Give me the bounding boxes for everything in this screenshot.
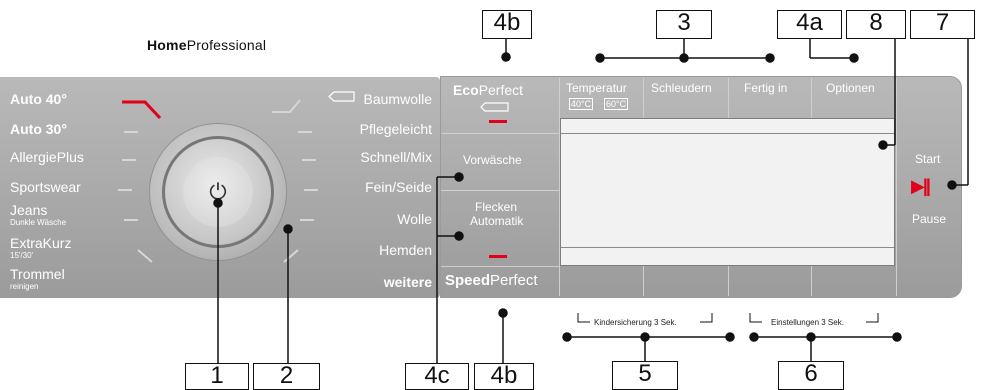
callout-3: 3 xyxy=(656,10,712,39)
temp-option-60[interactable]: 60°C xyxy=(604,98,629,110)
ecoperfect-indicator xyxy=(489,120,507,123)
speed-bold: Speed xyxy=(445,272,491,289)
program-weitere: weitere xyxy=(383,274,432,290)
power-icon[interactable]: ⏻ xyxy=(209,179,227,204)
lcd-display xyxy=(560,118,895,266)
program-allergieplus: AllergiePlus xyxy=(10,149,84,165)
display-line xyxy=(561,133,894,134)
callout-6: 6 xyxy=(778,361,844,390)
display-line xyxy=(561,247,894,248)
callout-2: 2 xyxy=(253,363,320,390)
brand-regular: Professional xyxy=(186,37,267,53)
bottom-divider xyxy=(811,266,812,296)
program-sportswear: Sportswear xyxy=(10,179,81,195)
pause-label: Pause xyxy=(912,212,947,226)
program-extrakurz: ExtraKurz xyxy=(10,235,72,251)
panel-divider xyxy=(559,78,560,296)
program-extrakurz-sub: 15'/30' xyxy=(10,251,34,260)
play-pause-icon[interactable]: ▶|| xyxy=(911,176,931,196)
eco-regular: Perfect xyxy=(478,82,524,98)
program-jeans-sub: Dunkle Wäsche xyxy=(10,218,67,227)
brand-logo: HomeProfessional xyxy=(147,37,266,53)
bottom-divider xyxy=(728,266,729,296)
program-trommel: Trommel xyxy=(10,266,65,282)
bottom-divider xyxy=(643,266,644,296)
program-trommel-sub: reinigen xyxy=(10,282,39,291)
program-fein-seide: Fein/Seide xyxy=(365,179,432,195)
program-auto40: Auto 40° xyxy=(10,91,67,107)
speedperfect-button[interactable]: SpeedPerfect xyxy=(445,272,538,289)
flecken-line1[interactable]: Flecken xyxy=(475,200,518,214)
start-label: Start xyxy=(915,152,941,166)
callout-4b-top: 4b xyxy=(482,10,532,39)
callout-4a: 4a xyxy=(777,10,842,39)
button-divider xyxy=(441,133,559,134)
tab-divider xyxy=(643,78,644,118)
panel-divider xyxy=(896,78,897,296)
callout-5: 5 xyxy=(612,361,678,390)
program-wolle: Wolle xyxy=(397,211,432,227)
einstellungen-caption: Einstellungen 3 Sek. xyxy=(771,318,844,327)
callout-4b-bottom: 4b xyxy=(474,363,534,390)
tab-divider xyxy=(811,78,812,118)
flecken-line2[interactable]: Automatik xyxy=(470,214,524,228)
flecken-indicator xyxy=(489,255,507,258)
program-auto30: Auto 30° xyxy=(10,121,67,137)
brand-bold: Home xyxy=(147,37,187,53)
kindersicherung-caption: Kindersicherung 3 Sek. xyxy=(594,318,677,327)
ecoperfect-button[interactable]: EcoPerfect xyxy=(453,82,523,98)
vorwaesche-button[interactable]: Vorwäsche xyxy=(463,153,522,167)
speed-regular: Perfect xyxy=(490,272,538,289)
tab-temperatur[interactable]: Temperatur xyxy=(566,81,627,95)
program-hemden: Hemden xyxy=(379,242,432,258)
callout-7: 7 xyxy=(910,10,975,39)
eco-bold: Eco xyxy=(453,82,479,98)
tab-optionen[interactable]: Optionen xyxy=(826,81,875,95)
tab-schleudern[interactable]: Schleudern xyxy=(651,81,712,95)
temp-option-40[interactable]: 40°C xyxy=(569,98,594,110)
button-divider xyxy=(441,190,559,191)
callout-4c: 4c xyxy=(405,363,469,390)
program-jeans: Jeans xyxy=(10,202,48,218)
tab-fertig-in[interactable]: Fertig in xyxy=(744,81,788,95)
program-baumwolle: Baumwolle xyxy=(363,91,432,107)
program-schnell-mix: Schnell/Mix xyxy=(360,149,432,165)
program-pflegeleicht: Pflegeleicht xyxy=(359,121,432,137)
tab-divider xyxy=(728,78,729,118)
button-divider xyxy=(441,266,559,267)
callout-8: 8 xyxy=(846,10,906,39)
callout-1: 1 xyxy=(185,363,249,390)
